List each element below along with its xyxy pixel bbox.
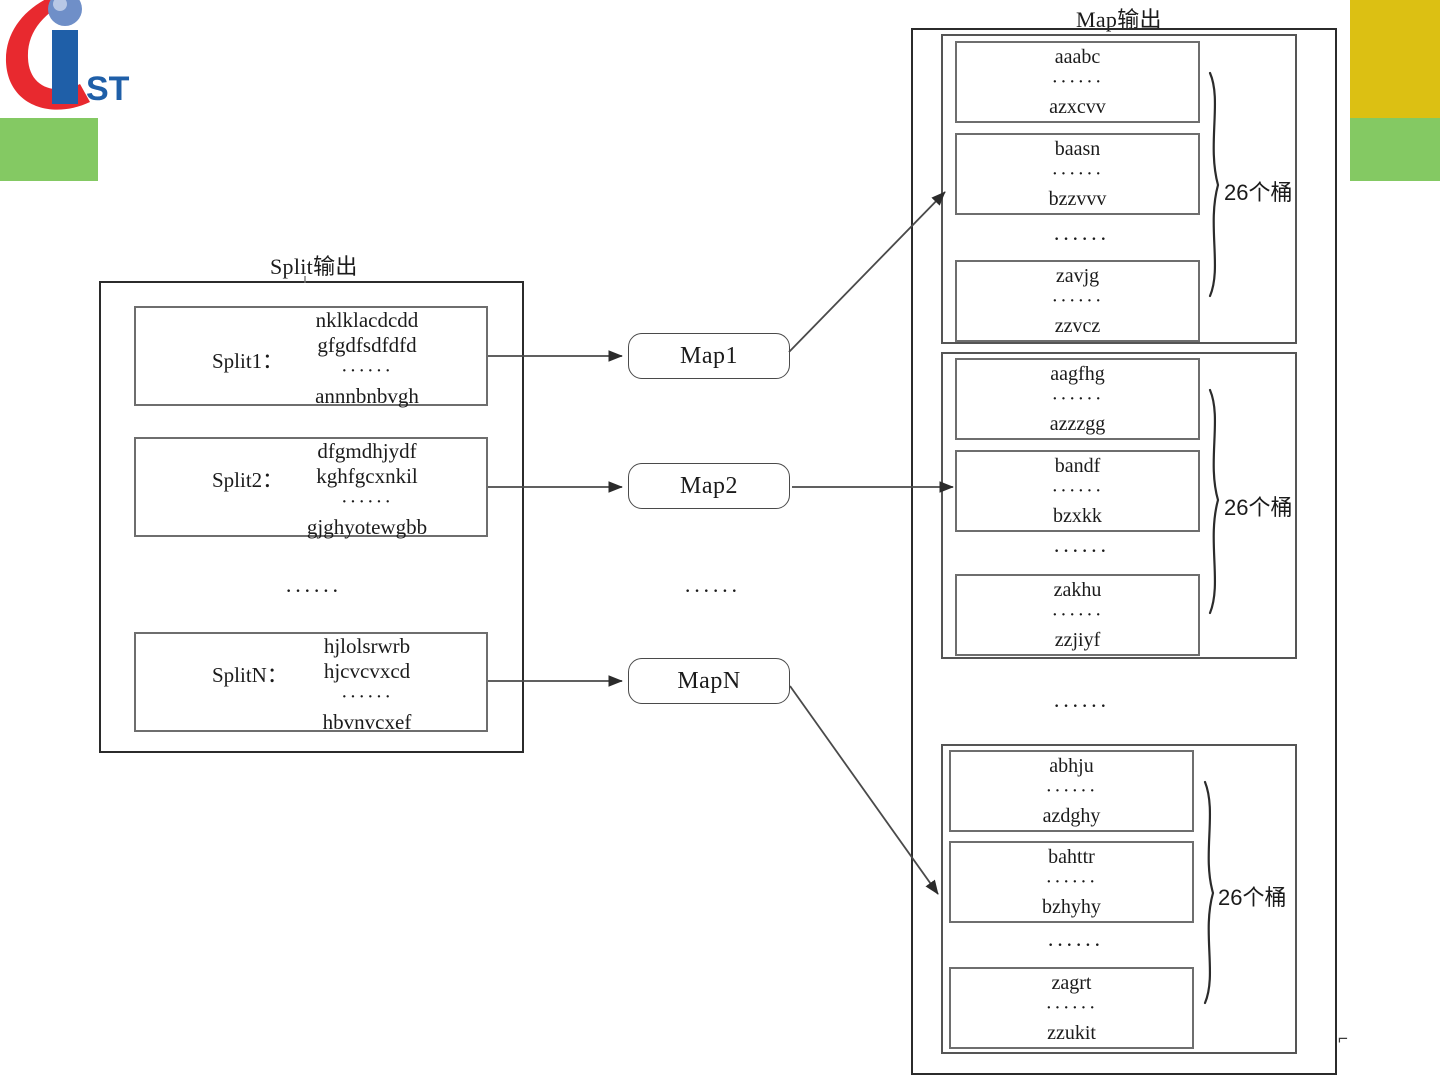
bucket-line-ellipsis: ······ <box>1051 163 1104 185</box>
split-row-n-lines: hjlolsrwrb hjcvcvxcd ······ hbvnvcxef <box>292 634 442 735</box>
bucket-line-ellipsis: ······ <box>1045 997 1098 1019</box>
split-line: annnbnbvgh <box>315 384 419 408</box>
bucket-line-ellipsis: ······ <box>1051 388 1104 410</box>
bucket-line: zagrt <box>1051 972 1092 994</box>
split-row-n <box>134 632 488 732</box>
bucket-lines: aagfhg ······ azzzgg <box>957 362 1198 437</box>
bucket-line: bzhyhy <box>1042 896 1101 918</box>
bucket-line-ellipsis: ······ <box>1051 480 1104 502</box>
map-output-group-3 <box>941 744 1297 1054</box>
split-section-title: Split输出 <box>270 254 358 279</box>
bucket-line: aaabc <box>1054 46 1101 68</box>
map-output-group-2 <box>941 352 1297 659</box>
map-node-2[interactable]: Map2 <box>628 463 790 509</box>
corner-block-green-left <box>0 118 98 181</box>
map-output-container <box>911 28 1337 1075</box>
split-row-2 <box>134 437 488 537</box>
split-line: kghfgcxnkil <box>316 464 418 488</box>
split-line-ellipsis: ······ <box>341 360 393 382</box>
bucket-line: baasn <box>1054 138 1101 160</box>
split-row-2-label: Split2： <box>212 468 284 492</box>
bucket-lines: zavjg ······ zzvcz <box>957 264 1198 339</box>
bucket-line: azxcvv <box>1049 96 1106 118</box>
split-row-1 <box>134 306 488 406</box>
split-line: hjcvcvxcd <box>323 659 411 683</box>
split-row-2-lines: dfgmdhjydf kghfgcxnkil ······ gjghyotewg… <box>292 439 442 540</box>
bucket-cell: zakhu ······ zzjiyf <box>955 574 1200 656</box>
bucket-line-ellipsis: ······ <box>1045 780 1098 802</box>
bucket-lines: aaabc ······ azxcvv <box>957 45 1198 120</box>
bucket-count-label-1: 26个桶 <box>1224 180 1293 205</box>
bucket-group-3-mid-ellipsis: ······ <box>1047 932 1103 957</box>
ist-logo-icon: ST <box>5 0 130 110</box>
bucket-line: bzxkk <box>1053 505 1102 527</box>
bucket-line-ellipsis: ······ <box>1045 871 1098 893</box>
bucket-cell: aagfhg ······ azzzgg <box>955 358 1200 440</box>
split-row-1-lines: nklklacdcdd gfgdfsdfdfd ······ annnbnbvg… <box>292 308 442 409</box>
map-output-between-ellipsis: ······ <box>1053 693 1109 718</box>
split-between-ellipsis: ······ <box>285 578 341 603</box>
bucket-line: aagfhg <box>1050 363 1105 385</box>
split-row-n-label: SplitN： <box>212 663 288 687</box>
bucket-line-ellipsis: ······ <box>1051 290 1104 312</box>
bucket-line: bahttr <box>1048 846 1095 868</box>
bucket-line: bandf <box>1054 455 1101 477</box>
bucket-cell: abhju ······ azdghy <box>949 750 1194 832</box>
bucket-lines: abhju ······ azdghy <box>951 754 1192 829</box>
bucket-line-ellipsis: ······ <box>1051 71 1104 93</box>
bucket-cell: baasn ······ bzzvvv <box>955 133 1200 215</box>
bucket-line: zavjg <box>1055 265 1100 287</box>
bucket-line: azdghy <box>1042 805 1101 827</box>
bucket-cell: zavjg ······ zzvcz <box>955 260 1200 342</box>
bucket-cell: bandf ······ bzxkk <box>955 450 1200 532</box>
split-line-ellipsis: ······ <box>341 491 393 513</box>
split-line: gfgdfsdfdfd <box>317 333 417 357</box>
bucket-line-ellipsis: ······ <box>1051 604 1104 626</box>
map-output-group-1 <box>941 34 1297 344</box>
split-output-container <box>99 281 524 753</box>
map-node-between-ellipsis: ······ <box>684 578 740 603</box>
bucket-lines: baasn ······ bzzvvv <box>957 137 1198 212</box>
map-output-section-title: Map输出 <box>1076 7 1162 32</box>
bucket-line: azzzgg <box>1049 413 1106 435</box>
map-node-n[interactable]: MapN <box>628 658 790 704</box>
bucket-cell: bahttr ······ bzhyhy <box>949 841 1194 923</box>
bucket-group-1-mid-ellipsis: ······ <box>1053 226 1109 251</box>
stray-mark: ⌐ <box>1338 1029 1348 1048</box>
bucket-line: abhju <box>1049 755 1094 777</box>
bucket-lines: zakhu ······ zzjiyf <box>957 578 1198 653</box>
split-line: hjlolsrwrb <box>323 634 411 658</box>
bucket-count-label-2: 26个桶 <box>1224 495 1293 520</box>
bucket-group-2-mid-ellipsis: ······ <box>1053 538 1109 563</box>
bucket-cell: zagrt ······ zzukit <box>949 967 1194 1049</box>
split-row-1-label: Split1： <box>212 349 284 373</box>
map-node-1[interactable]: Map1 <box>628 333 790 379</box>
bucket-line: zzjiyf <box>1054 629 1101 651</box>
bucket-line: bzzvvv <box>1048 188 1107 210</box>
bucket-cell: aaabc ······ azxcvv <box>955 41 1200 123</box>
split-line: gjghyotewgbb <box>306 515 428 539</box>
split-line: nklklacdcdd <box>315 308 419 332</box>
bucket-lines: zagrt ······ zzukit <box>951 971 1192 1046</box>
corner-block-green-right <box>1350 118 1440 181</box>
split-line: hbvnvcxef <box>322 710 412 734</box>
bucket-lines: bandf ······ bzxkk <box>957 454 1198 529</box>
split-line-ellipsis: ······ <box>341 686 393 708</box>
bucket-line: zakhu <box>1053 579 1102 601</box>
bucket-line: zzukit <box>1047 1022 1096 1044</box>
corner-block-yellow <box>1350 0 1440 118</box>
bucket-count-label-3: 26个桶 <box>1218 885 1287 910</box>
bucket-line: zzvcz <box>1054 315 1101 337</box>
bucket-lines: bahttr ······ bzhyhy <box>951 845 1192 920</box>
split-line: dfgmdhjydf <box>317 439 417 463</box>
svg-text:ST: ST <box>86 70 130 108</box>
